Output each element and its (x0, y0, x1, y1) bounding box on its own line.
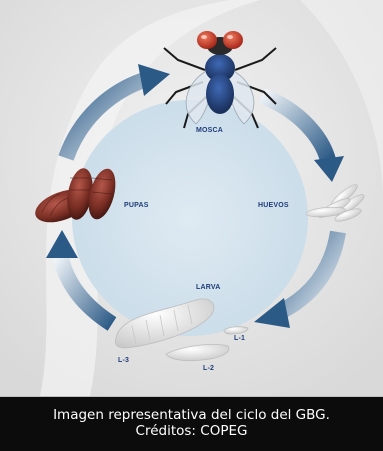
fly-icon (163, 31, 277, 129)
eggs-icon (305, 184, 365, 222)
figure-divider (0, 396, 383, 397)
instar-label-l1: L-1 (234, 335, 246, 342)
stage-label-larva: LARVA (196, 284, 221, 291)
life-cycle-diagram (0, 0, 383, 396)
stage-label-pupas: PUPAS (124, 202, 149, 209)
cycle-background (72, 100, 308, 336)
life-cycle-figure: MOSCA HUEVOS LARVA PUPAS L-1 L-2 L-3 (0, 0, 383, 396)
stage-label-mosca: MOSCA (196, 127, 224, 134)
instar-label-l2: L-2 (203, 365, 215, 372)
caption-line-1: Imagen representativa del ciclo del GBG. (53, 407, 330, 423)
stage-label-huevos: HUEVOS (258, 202, 289, 209)
instar-label-l3: L-3 (118, 357, 130, 364)
larva-icon (114, 298, 249, 362)
caption-line-2: Créditos: COPEG (135, 423, 248, 439)
pupae-icon (35, 168, 116, 223)
figure-caption: Imagen representativa del ciclo del GBG.… (0, 397, 383, 451)
